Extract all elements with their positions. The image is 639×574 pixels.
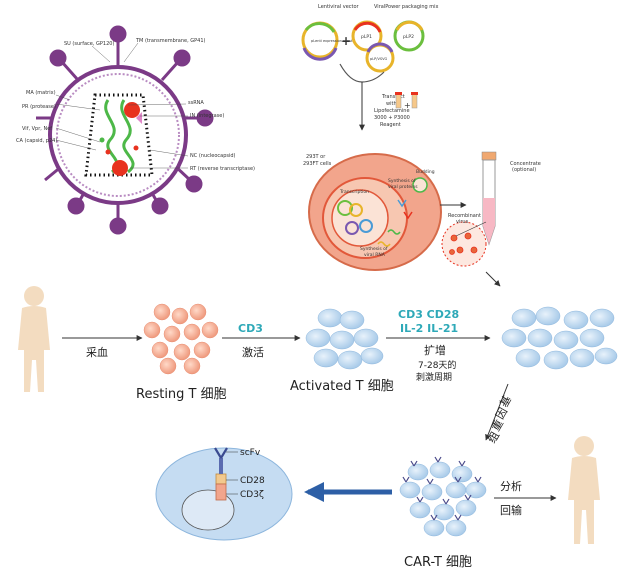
hiv-virion xyxy=(36,25,214,235)
label-plenti: pLenti expression construct xyxy=(311,39,360,43)
expanded-t-cells xyxy=(501,306,618,370)
activated-t-cells xyxy=(305,308,384,370)
transfect-line-2: with xyxy=(386,101,397,107)
transfect-line-5: Reagent xyxy=(380,122,401,128)
label-vif: Vif, Vpr, Nef xyxy=(22,126,52,132)
step-infuse: 回输 xyxy=(500,503,522,517)
label-synth-proteins-2: viral proteins xyxy=(388,184,418,190)
label-ssrna: ssRNA xyxy=(188,100,204,106)
step-collect: 采血 xyxy=(86,345,108,359)
label-synth-rna-1: Synthesis of xyxy=(360,246,388,252)
label-transcription: Transcription xyxy=(339,189,369,195)
label-synth-rna-2: viral RNA xyxy=(364,252,386,258)
label-period-1: 7-28天的 xyxy=(418,359,456,371)
label-nc: NC (nucleocapsid) xyxy=(190,153,236,159)
label-su: SU (surface, GP120) xyxy=(64,41,114,47)
virus-labels xyxy=(55,42,189,169)
label-stim-line-2: IL-2 IL-21 xyxy=(400,322,458,335)
label-cells-2: 293FT cells xyxy=(303,161,332,167)
label-synth-proteins-1: Synthesis of xyxy=(388,178,416,184)
step-analyze: 分析 xyxy=(500,479,522,493)
transfect-line-1: Transfect xyxy=(381,94,405,100)
label-plp2: pLP2 xyxy=(403,34,414,40)
step-expand: 扩增 xyxy=(424,343,446,357)
label-recombinant-1: Recombinant xyxy=(448,213,481,219)
svg-text:+: + xyxy=(404,101,411,110)
label-recombinant-2: virus xyxy=(456,219,469,225)
label-viralpower-mix: ViralPower packaging mix xyxy=(374,4,439,10)
host-cell xyxy=(308,153,442,271)
donor-silhouette xyxy=(18,286,50,392)
plus-sign: + xyxy=(341,34,351,48)
plasmid-panel: Lentiviral vector ViralPower packaging m… xyxy=(301,4,439,131)
label-cd28: CD28 xyxy=(240,476,265,486)
label-ca: CA (capsid, p24) xyxy=(16,138,57,144)
label-concentrate-2: (optional) xyxy=(512,167,536,173)
label-activated: Activated T 细胞 xyxy=(290,379,394,394)
step-activate: 激活 xyxy=(242,345,264,359)
concentrate-tube xyxy=(455,151,497,246)
label-tm: TM (transmembrane, GP41) xyxy=(135,38,206,44)
label-scfv: scFv xyxy=(240,448,261,458)
reagent-tubes: + xyxy=(395,92,418,110)
label-resting: Resting T 细胞 xyxy=(136,387,227,402)
transfect-line-3: Lipofectamine xyxy=(374,108,410,114)
label-cd3-stimulus: CD3 xyxy=(238,322,263,335)
transfect-text: Transfect with Lipofectamine 3000 + P300… xyxy=(374,94,410,128)
label-pr: PR (protease) xyxy=(22,104,56,110)
label-concentrate-1: Concentrate xyxy=(510,161,541,167)
recombinant-virus xyxy=(441,221,487,267)
label-ma: MA (matrix) xyxy=(26,90,56,96)
label-rt: RT (reverse transcriptase) xyxy=(190,166,255,172)
car-t-cells xyxy=(399,456,487,537)
patient-silhouette xyxy=(568,436,600,544)
label-cart: CAR-T 细胞 xyxy=(404,555,472,570)
label-plp-vsvg: pLP/VSVG xyxy=(370,57,387,61)
label-in: IN (integrase) xyxy=(190,113,224,119)
label-budding: Budding xyxy=(416,169,435,175)
label-plp1: pLP1 xyxy=(361,34,372,40)
label-stim-line-1: CD3 CD28 xyxy=(398,308,459,321)
car-t-detail-cell xyxy=(155,447,293,541)
label-cells-1: 293T or xyxy=(306,154,326,160)
transfect-line-4: 3000 + P3000 xyxy=(374,115,410,121)
label-period-2: 刺激周期 xyxy=(416,371,452,383)
label-cd3z: CD3ζ xyxy=(240,490,264,500)
resting-t-cells xyxy=(143,303,219,375)
label-lentiviral-vector: Lentiviral vector xyxy=(318,4,360,10)
